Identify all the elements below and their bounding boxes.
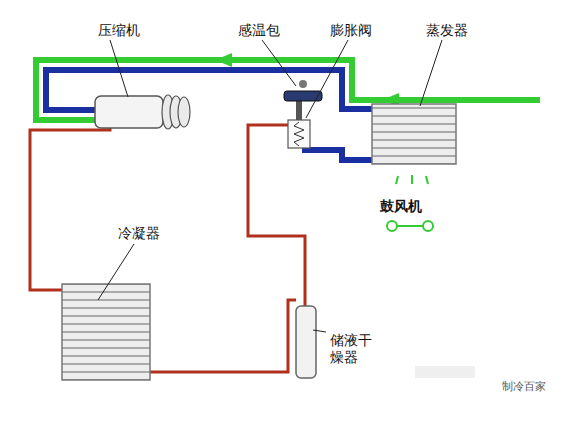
condenser	[62, 284, 150, 380]
evaporator-inlet-pipe	[305, 140, 375, 160]
part-label: 冷凝器	[118, 225, 160, 242]
discharge-pipe	[30, 125, 110, 290]
receiver-dryer	[296, 306, 316, 378]
evaporator	[372, 104, 456, 164]
valve-stem	[296, 100, 302, 120]
blurred-watermark	[415, 366, 475, 378]
flow-arrow	[215, 53, 232, 67]
part-label: 压缩机	[98, 22, 140, 39]
airflow-marks	[396, 175, 428, 184]
blower	[387, 221, 433, 231]
compressor	[95, 96, 163, 128]
expansion-valve	[288, 120, 310, 148]
valve-spring	[294, 122, 304, 146]
watermark: 制冷百家	[502, 380, 546, 393]
part-label: 鼓风机	[380, 198, 422, 215]
compressor-bellows	[162, 95, 190, 129]
liquid-pipe	[148, 300, 296, 372]
part-label: 感温包	[238, 22, 280, 39]
bulb-clamp	[299, 80, 307, 88]
part-label: 储液干燥器	[330, 332, 376, 366]
liquid-pipe	[248, 125, 305, 316]
part-label: 膨胀阀	[330, 22, 372, 39]
part-label: 蒸发器	[426, 22, 468, 39]
leader-lines	[98, 40, 442, 332]
